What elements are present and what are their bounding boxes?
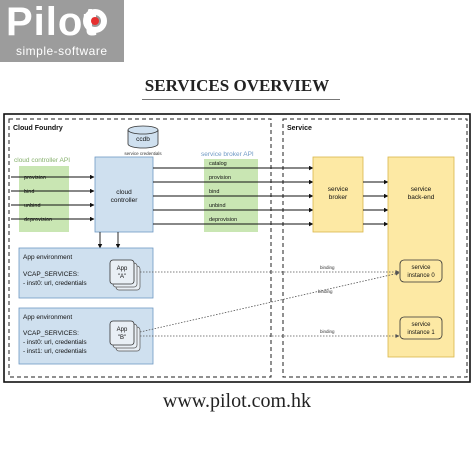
services-diagram: Cloud Foundry Service ccdb service crede… <box>3 113 471 383</box>
logo-red-dot <box>91 17 99 25</box>
app-b-line2: "B" <box>118 335 126 341</box>
app-b-stack: App "B" <box>109 320 141 352</box>
logo-name: Pilot <box>6 0 98 44</box>
app-env-1-line1: VCAP_SERVICES: <box>23 271 79 278</box>
broker-api-deprovision: deprovision <box>209 217 237 223</box>
cloud-controller-line1: cloud <box>116 189 132 196</box>
logo-subtitle: simple-software <box>16 44 108 58</box>
service-instance-0-line1: service <box>411 265 431 271</box>
binding-connectors <box>139 270 400 338</box>
service-instance-0-line2: instance 0 <box>407 273 435 279</box>
app-env-2-title: App environment <box>23 314 72 321</box>
app-env-1-line2: - inst0: url, credentials <box>23 280 87 287</box>
app-env-2-line3: - inst1: url, credentials <box>23 348 87 355</box>
app-a-line1: App <box>117 266 128 272</box>
broker-backend-arrows <box>363 179 389 227</box>
service-instance-1-line1: service <box>411 322 431 328</box>
footer-url: www.pilot.com.hk <box>162 390 312 412</box>
cc-api-arrows <box>11 174 95 222</box>
app-b-line1: App <box>117 327 128 333</box>
binding-label-a-inst0: binding <box>320 265 335 270</box>
broker-api-unbind: unbind <box>209 203 226 209</box>
service-instance-0-box <box>399 259 443 283</box>
binding-label-b-inst0: binding <box>318 289 333 294</box>
app-a-stack: App "A" <box>109 259 141 291</box>
title-underline <box>142 99 340 100</box>
app-a-line2: "A" <box>118 274 126 280</box>
service-region <box>282 118 468 378</box>
cloud-foundry-region <box>8 118 272 378</box>
cc-api-label: cloud controller API <box>14 157 70 164</box>
cloud-foundry-label: Cloud Foundry <box>13 125 63 132</box>
service-backend-line1: service <box>411 186 432 193</box>
page-title: SERVICES OVERVIEW <box>144 76 330 95</box>
app-env-1-title: App environment <box>23 254 72 261</box>
app-env-2-line1: VCAP_SERVICES: <box>23 330 79 337</box>
ccdb-cylinder: ccdb <box>127 125 159 149</box>
cloud-controller-line2: controller <box>111 197 139 204</box>
pilot-logo: Pilot simple-software <box>0 0 124 62</box>
app-env-2-line2: - inst0: url, credentials <box>23 339 87 346</box>
cloud-controller-box <box>94 156 154 233</box>
broker-api-label: service broker API <box>201 151 254 158</box>
logo-o-ring <box>83 9 107 33</box>
broker-api-provision: provision <box>209 175 231 181</box>
cc-api-deprovision: deprovision <box>24 217 52 223</box>
binding-label-b-inst1: binding <box>320 329 335 334</box>
cc-api-unbind: unbind <box>24 203 41 209</box>
broker-api-arrows <box>153 165 314 227</box>
service-instance-1-box <box>399 316 443 340</box>
service-broker-line2: broker <box>329 194 348 201</box>
cc-api-bind: bind <box>24 189 34 195</box>
broker-api-catalog: catalog <box>209 161 227 167</box>
broker-api-panel <box>204 159 258 232</box>
controller-to-env-arrows <box>97 232 121 249</box>
ccdb-label: ccdb <box>136 136 150 143</box>
broker-api-bind: bind <box>209 189 219 195</box>
ccdb-caption: service credentials <box>124 151 162 156</box>
service-broker-line1: service <box>328 186 349 193</box>
cc-api-provision: provision <box>24 175 46 181</box>
service-backend-line2: back-end <box>408 194 435 201</box>
service-broker-box <box>312 156 364 233</box>
service-label: Service <box>287 125 312 132</box>
service-instance-1-line2: instance 1 <box>407 330 435 336</box>
